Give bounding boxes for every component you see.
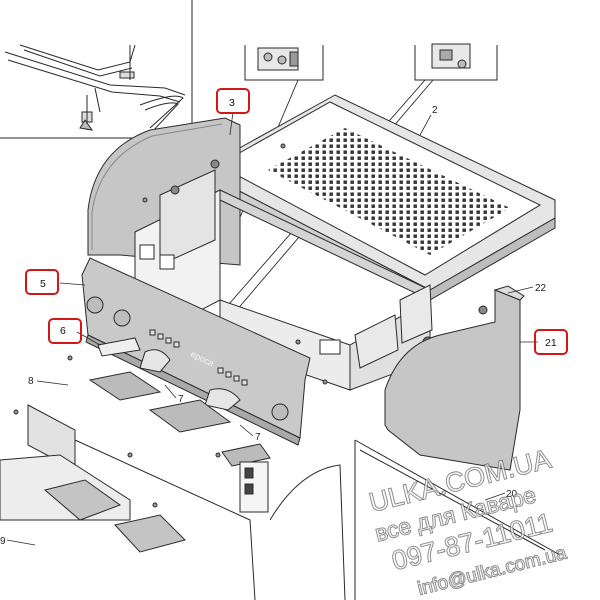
front-panel: epoca: [81, 257, 311, 446]
highlight-part-5: [25, 269, 59, 295]
drip-grid-upper: [88, 371, 271, 467]
callout-20: 20: [506, 489, 518, 500]
button-row-right: [217, 367, 248, 386]
right-frame: [354, 439, 561, 600]
wiring-inset: [0, 0, 193, 139]
screws: [13, 143, 328, 508]
callout-2: 2: [432, 105, 438, 116]
callout-8: 8: [28, 376, 34, 387]
lower-drip-tray: [0, 404, 346, 600]
callout-6: 6: [60, 325, 66, 337]
callout-3: 3: [229, 97, 235, 109]
callout-22: 22: [535, 283, 547, 294]
highlight-part-6: [48, 318, 82, 344]
highlight-part-21: [534, 329, 568, 355]
inset-valve-block: [244, 45, 324, 81]
inset-switch-block: [414, 43, 498, 81]
highlight-boxes: [25, 88, 568, 355]
vent-hole-grid: [268, 128, 510, 255]
highlight-part-3: [216, 88, 250, 114]
callout-7b: 7: [255, 432, 261, 443]
watermark: ULKA.COM.UA все для Каваре 097-87-11011 …: [366, 443, 570, 600]
callout-21: 21: [545, 337, 557, 349]
chassis-frame: [134, 159, 488, 411]
button-row-left: [149, 329, 180, 348]
callout-9: 9: [0, 536, 6, 547]
callout-7a: 7: [178, 394, 184, 405]
badge-plate: [97, 337, 141, 357]
callouts: 2 3 5 6 7 7 8 9 20 21 22: [0, 97, 557, 547]
callout-5: 5: [40, 278, 46, 290]
